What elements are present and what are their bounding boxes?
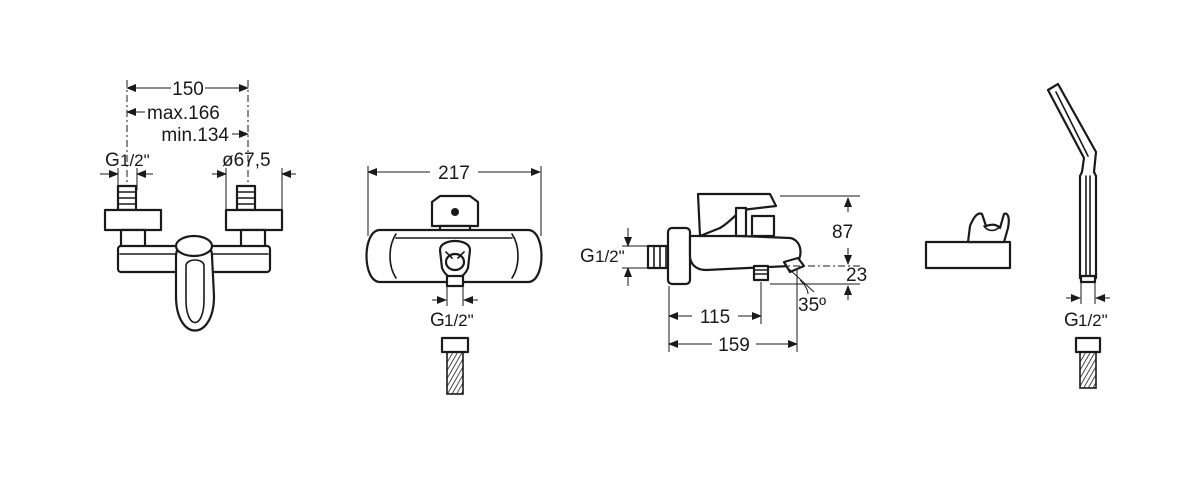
diameter-label-text: ø67,5 (222, 150, 271, 171)
dim-angle-35: 35º (787, 267, 826, 316)
thread-label: G 1/2" (1064, 282, 1110, 331)
dim-depth-115: 115 (668, 282, 762, 352)
hose-nut (1074, 336, 1102, 354)
view-wall-mixer-front: 150 max.166 min.134 G 1/2" ø67,5 (100, 79, 296, 332)
wall-flange-right (224, 208, 284, 232)
dim-width-150: 150 (126, 79, 249, 100)
dim-label-width: 217 (438, 163, 470, 184)
diameter-label: ø67,5 (212, 150, 296, 212)
dim-max: max.166 (126, 103, 220, 124)
thread-label-g: G (430, 310, 445, 331)
thread-label-frac: 1/2" (1078, 311, 1108, 330)
hose-nut (440, 336, 470, 354)
thread-label-frac: 1/2" (444, 311, 474, 330)
view-bath-mixer-front: 217 G 1/2" (365, 163, 543, 395)
dim-depth-159: 159 (668, 270, 798, 356)
thread-label: G 1/2" (580, 228, 650, 286)
dim-width-217: 217 (367, 163, 542, 236)
hose (1079, 351, 1097, 389)
dim-label-height: 87 (832, 222, 853, 243)
thread-label-g: G (580, 246, 595, 267)
hose (446, 351, 464, 395)
view-wall-bracket (924, 212, 1012, 270)
dim-height-87: 87 (780, 195, 860, 265)
lever (696, 192, 778, 238)
view-bath-mixer-side: G 1/2" 87 (580, 192, 867, 356)
diverter-knob (750, 214, 776, 238)
thread-label-frac: 1/2" (120, 151, 150, 170)
dim-label-width: 150 (172, 79, 204, 100)
thread-label-g: G (105, 150, 120, 171)
wall-flange-left (103, 208, 163, 232)
thread-label: G 1/2" (430, 282, 478, 331)
thread-label-frac: 1/2" (595, 247, 625, 266)
dim-label-depth-long: 159 (718, 335, 750, 356)
dim-label-max: max.166 (147, 103, 220, 124)
dim-offset-23: 23 (770, 265, 867, 300)
hand-shower (1046, 82, 1098, 280)
dim-label-min: min.134 (161, 125, 229, 146)
mixer-body (688, 234, 802, 272)
dim-label-angle: 35º (798, 295, 826, 316)
dim-label-offset: 23 (846, 265, 867, 286)
dim-min: min.134 (161, 125, 249, 146)
view-hand-shower: G 1/2" (1046, 82, 1110, 389)
outlet-nut (752, 264, 770, 282)
thread-label-g: G (1064, 310, 1079, 331)
wall-flange (666, 226, 692, 286)
dim-label-depth-short: 115 (700, 307, 730, 328)
thread-label-left: G 1/2" (100, 150, 153, 190)
bracket-base (924, 240, 1012, 270)
bracket-holder (966, 212, 1010, 244)
